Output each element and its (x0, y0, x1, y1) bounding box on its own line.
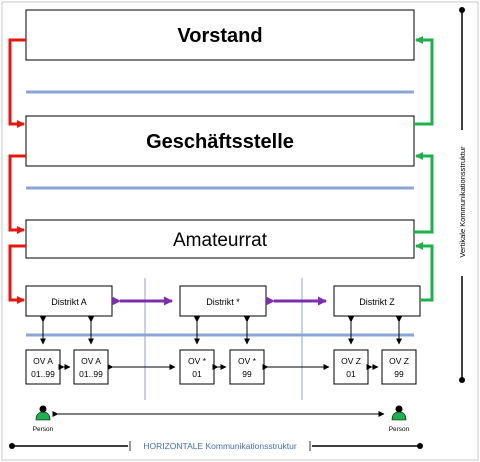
horizontal-label: HORIZONTALE Kommunikationsstruktur (143, 441, 297, 451)
ov-box-s2: OV * 99 (229, 349, 265, 385)
horizontal-axis (9, 441, 423, 451)
label-amateurrat: Amateurrat (173, 230, 268, 251)
ov-a2-line2: 01..99 (79, 369, 103, 379)
ov-s1-line1: OV * (188, 356, 207, 366)
ov-a2-line1: OV A (81, 356, 101, 366)
person-label-right: Person (389, 426, 410, 433)
district-ov-arrows (40, 316, 402, 345)
ov-z2-line2: 99 (394, 369, 404, 379)
ov-box-s1: OV * 01 (179, 349, 215, 385)
green-arrow-1 (415, 242, 434, 302)
label-distrikt-z: Distrikt Z (359, 297, 395, 307)
ov-s2-line1: OV * (238, 356, 257, 366)
red-arrow-3 (8, 244, 26, 304)
box-geschaeftsstelle (25, 115, 415, 167)
ov-box-a1: OV A 01..99 (25, 349, 61, 385)
ov-s2-line2: 99 (242, 369, 252, 379)
vertical-label: Vertikale Kommunikationsstruktur (458, 146, 467, 258)
box-distrikt-star (179, 285, 267, 317)
ov-z1-line1: OV Z (341, 356, 361, 366)
ov-box-a2: OV A 01..99 (73, 349, 109, 385)
green-arrow-2 (414, 152, 434, 234)
label-distrikt-star: Distrikt * (206, 297, 240, 307)
green-connectors (414, 36, 434, 302)
green-arrow-3 (414, 36, 434, 126)
ov-a1-line2: 01..99 (31, 369, 55, 379)
ov-s1-line2: 01 (192, 369, 202, 379)
ov-z2-line1: OV Z (389, 356, 409, 366)
ov-box-z1: OV Z 01 (333, 349, 369, 385)
red-arrow-1 (8, 38, 26, 128)
red-connectors (8, 38, 26, 304)
person-label-left: Person (33, 426, 54, 433)
label-vorstand: Vorstand (177, 25, 262, 47)
person-icon-right (391, 405, 407, 421)
person-icon-left (35, 405, 51, 421)
box-distrikt-z (333, 285, 421, 317)
label-geschaeftsstelle: Geschäftsstelle (146, 131, 294, 153)
ov-box-z2: OV Z 99 (381, 349, 417, 385)
label-distrikt-a: Distrikt A (51, 297, 87, 307)
box-amateurrat (25, 219, 415, 259)
box-vorstand (25, 9, 415, 61)
ov-z1-line2: 01 (346, 369, 356, 379)
vertical-axis (459, 7, 465, 383)
ov-a1-line1: OV A (33, 356, 53, 366)
red-arrow-2 (8, 154, 26, 234)
